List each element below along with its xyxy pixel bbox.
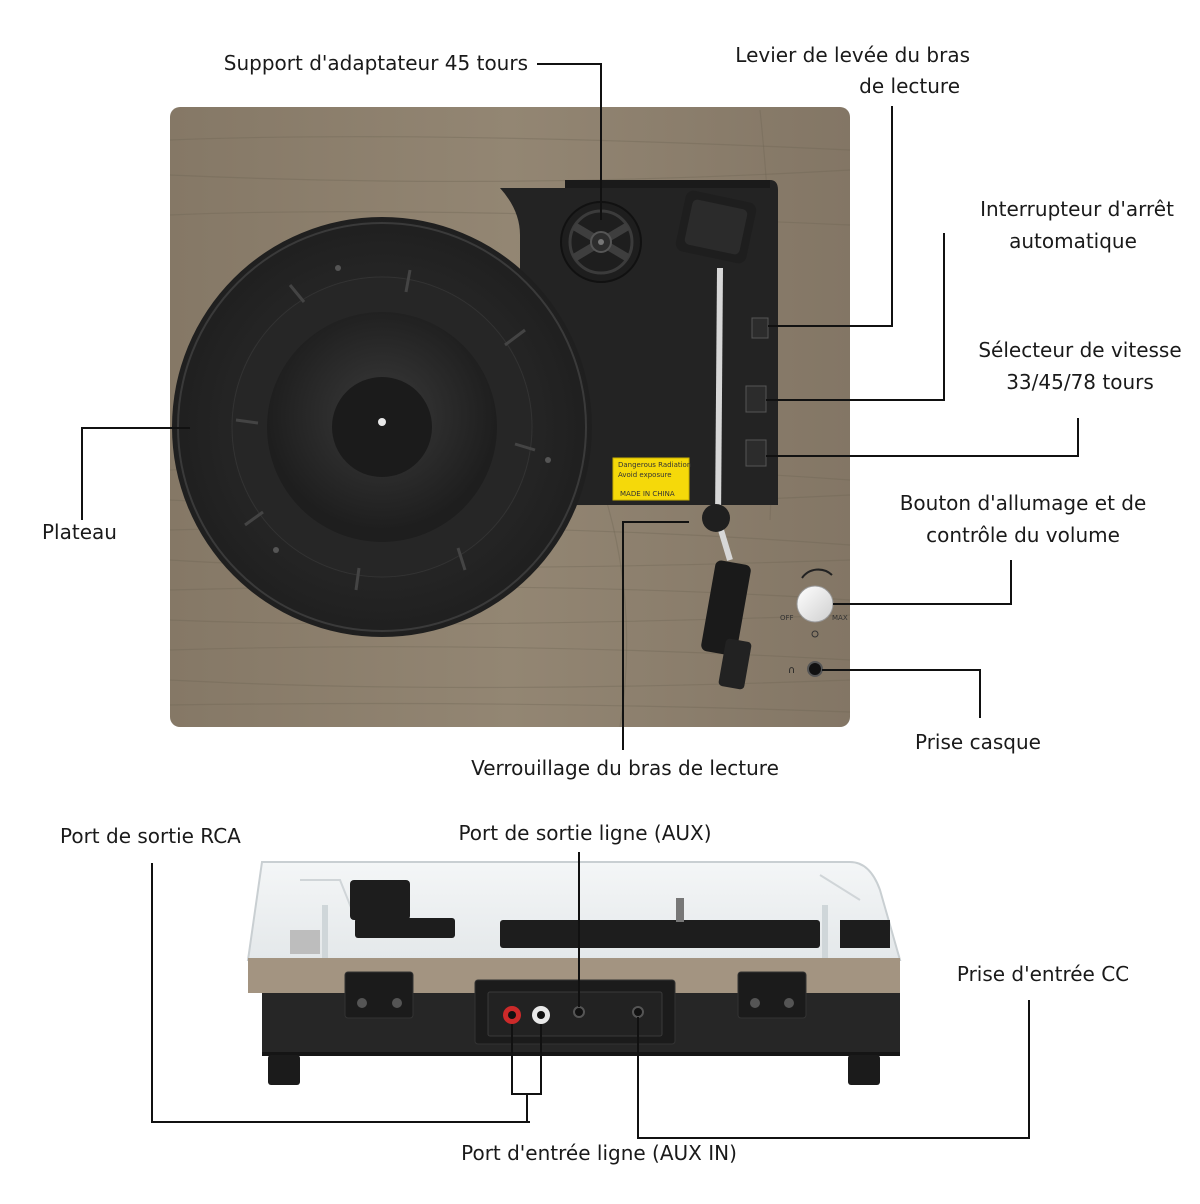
- label-line-out: Port de sortie ligne (AUX): [458, 821, 712, 845]
- top-view: Dangerous Radiation Avoid exposure MADE …: [169, 107, 851, 728]
- rca-out-white[interactable]: [532, 1006, 550, 1024]
- dc-in-jack[interactable]: [632, 1006, 644, 1018]
- label-auto-stop-line2: automatique: [1009, 229, 1137, 253]
- power-volume-knob[interactable]: OFF MAX: [780, 568, 848, 638]
- adapter-holder[interactable]: [560, 201, 642, 283]
- label-tonearm-lift-line1: Levier de levée du bras: [735, 43, 970, 67]
- label-platter: Plateau: [42, 520, 117, 544]
- platter[interactable]: [172, 217, 592, 637]
- rear-view: [246, 861, 902, 1085]
- label-speed-selector-line2: 33/45/78 tours: [1006, 370, 1154, 394]
- auto-stop-switch[interactable]: [745, 385, 767, 413]
- label-power-volume-line2: contrôle du volume: [926, 523, 1120, 547]
- tonearm[interactable]: [674, 189, 757, 690]
- label-power-volume-line1: Bouton d'allumage et de: [899, 491, 1147, 515]
- tonearm-lift-lever[interactable]: [751, 317, 769, 339]
- label-dc-in: Prise d'entrée CC: [956, 962, 1130, 986]
- label-adapter-holder: Support d'adaptateur 45 tours: [223, 51, 528, 75]
- speed-selector[interactable]: [745, 439, 767, 467]
- label-headphone-jack: Prise casque: [915, 730, 1041, 754]
- knob-off-label: OFF: [780, 614, 794, 622]
- line-out-jack[interactable]: [573, 1006, 585, 1018]
- label-speed-selector-line1: Sélecteur de vitesse: [978, 338, 1182, 362]
- sticker-text-1: Dangerous Radiation: [618, 461, 691, 469]
- warning-sticker: Dangerous Radiation Avoid exposure MADE …: [612, 457, 691, 501]
- callout-lines: [81, 63, 1079, 1139]
- label-rca-out: Port de sortie RCA: [60, 824, 241, 848]
- label-line-in: Port d'entrée ligne (AUX IN): [461, 1141, 737, 1165]
- label-tonearm-lift-line2: de lecture: [859, 74, 960, 98]
- sticker-text-2: Avoid exposure: [618, 471, 672, 479]
- label-tonearm-lock: Verrouillage du bras de lecture: [471, 756, 779, 780]
- sticker-text-made-in: MADE IN CHINA: [620, 490, 675, 498]
- feet: [268, 1055, 880, 1085]
- knob-max-label: MAX: [832, 614, 848, 622]
- rca-out-red[interactable]: [503, 1006, 521, 1024]
- label-auto-stop-line1: Interrupteur d'arrêt: [980, 197, 1174, 221]
- svg-text:∩: ∩: [788, 665, 795, 676]
